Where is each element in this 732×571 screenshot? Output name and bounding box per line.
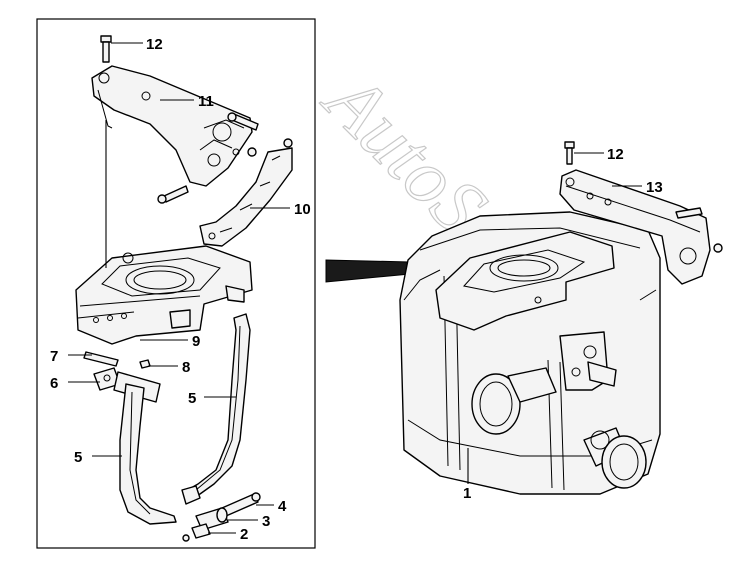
callout-7: 7: [50, 348, 92, 365]
strap-5-left: [119, 383, 177, 525]
callout-13: 13: [612, 179, 663, 196]
frame-9: [75, 245, 253, 345]
callout-label: 7: [50, 348, 58, 365]
callout-4: 4: [256, 498, 287, 515]
bolt-12-right: [564, 141, 575, 165]
callout-3: 3: [228, 513, 270, 530]
bracket-11: [91, 65, 253, 187]
callout-label: 11: [198, 93, 214, 110]
callout-label: 1: [463, 485, 471, 502]
callout-label: 12: [146, 36, 163, 53]
hardware-6-7-8: [83, 351, 161, 403]
callout-12-left: 12: [111, 36, 163, 53]
callout-12-right: 12: [574, 146, 624, 163]
bracket-10: [199, 147, 293, 247]
callout-5-right: 5: [188, 390, 236, 407]
bracket-13: [559, 169, 723, 285]
callout-11: 11: [160, 93, 214, 110]
callout-label: 3: [262, 513, 270, 530]
callout-10: 10: [250, 201, 311, 218]
callout-label: 13: [646, 179, 663, 196]
callout-label: 8: [182, 359, 190, 376]
callout-label: 5: [74, 449, 82, 466]
bolt-12-left: [100, 35, 112, 63]
callout-label: 4: [278, 498, 287, 515]
callout-label: 6: [50, 375, 58, 392]
callout-6: 6: [50, 375, 100, 392]
hardware-2-3-4: [182, 492, 261, 542]
callout-1: 1: [463, 448, 471, 502]
callout-label: 10: [294, 201, 311, 218]
callout-5-left: 5: [74, 449, 122, 466]
callout-2: 2: [208, 526, 248, 543]
inset-frame: [36, 18, 316, 549]
callout-label: 2: [240, 526, 248, 543]
callout-label: 12: [607, 146, 624, 163]
bolts-11-hardware: [157, 112, 293, 204]
frame-9-mounted: [435, 231, 617, 391]
strap-5-right: [181, 313, 251, 505]
callout-label: 5: [188, 390, 196, 407]
callout-label: 9: [192, 333, 200, 350]
callout-8: 8: [148, 359, 190, 376]
callout-9: 9: [140, 333, 200, 350]
